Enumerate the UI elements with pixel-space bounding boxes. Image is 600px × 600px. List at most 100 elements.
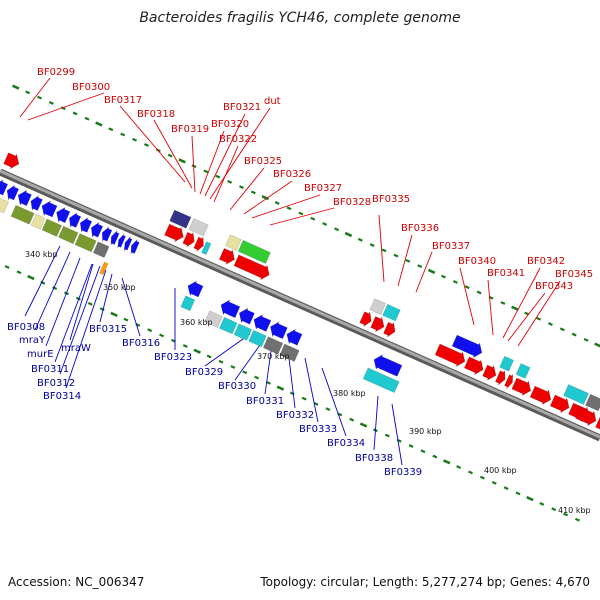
leader-line-reverse xyxy=(287,349,296,409)
gene-box xyxy=(225,234,242,251)
tick-dot-reverse xyxy=(551,507,557,512)
tick-dot-forward xyxy=(500,301,506,305)
gene-arrow xyxy=(164,223,184,243)
tick-labels: 340 kbp 350 kbp 360 kbp 370 kbp 380 kbp … xyxy=(25,250,591,515)
reverse-gene-labels: BF0308 mraY murE mraW BF0311 BF0312 BF03… xyxy=(7,322,422,478)
tick-label-390: 390 kbp xyxy=(409,427,442,436)
tick-dot-forward xyxy=(95,121,103,127)
leader-line-forward xyxy=(378,214,385,283)
tick-dot-reverse xyxy=(359,422,368,428)
tick-dot-reverse xyxy=(479,475,485,480)
gene-arrow xyxy=(504,374,514,389)
tick-dot-reverse xyxy=(218,359,224,364)
tick-dot-forward xyxy=(583,337,589,342)
tick-dot-forward xyxy=(511,305,519,311)
tick-dot-reverse xyxy=(539,502,545,506)
gene-label-bf0334: BF0334 xyxy=(327,438,365,449)
tick-dot-reverse xyxy=(16,270,22,275)
tick-dot-reverse xyxy=(266,380,271,385)
tick-label-400: 400 kbp xyxy=(484,466,517,475)
gene-box xyxy=(248,329,267,348)
tick-dot-reverse xyxy=(456,465,462,469)
gene-arrow xyxy=(373,354,403,377)
gene-box xyxy=(169,209,192,229)
tick-dot-forward xyxy=(37,95,42,100)
gene-label-dut: dut xyxy=(264,96,281,107)
gene-box xyxy=(41,218,62,237)
tick-dot-reverse xyxy=(443,459,451,465)
tick-label-370: 370 kbp xyxy=(257,352,290,361)
gene-label-mray: mraY xyxy=(19,335,46,346)
tick-dot-forward xyxy=(322,222,328,226)
tick-dot-reverse xyxy=(75,296,81,301)
gene-label-bf0331: BF0331 xyxy=(246,396,284,407)
gene-arrow xyxy=(549,394,570,414)
gene-label-bf0319: BF0319 xyxy=(171,124,209,135)
tick-dot-forward xyxy=(417,264,423,269)
gene-arrow xyxy=(218,248,235,265)
leader-line-reverse xyxy=(121,277,141,337)
gene-box xyxy=(92,241,110,258)
gene-arrow xyxy=(79,216,93,234)
tick-dot-reverse xyxy=(301,396,307,401)
gene-features xyxy=(0,152,600,430)
leader-line-forward xyxy=(415,251,433,293)
gene-box xyxy=(233,323,253,341)
tick-dot-forward xyxy=(452,280,458,284)
tick-dot-forward xyxy=(476,290,482,295)
tick-dot-forward xyxy=(120,132,126,137)
gene-box xyxy=(180,295,196,312)
gene-box xyxy=(219,316,238,335)
tick-label-350: 350 kbp xyxy=(103,283,136,292)
tick-dot-forward xyxy=(143,143,149,147)
tick-dot-forward xyxy=(286,206,292,211)
gene-label-bf0335: BF0335 xyxy=(372,194,410,205)
gene-arrow xyxy=(370,316,385,333)
gene-box xyxy=(515,363,531,379)
gene-arrow xyxy=(101,226,113,242)
tick-dot-forward xyxy=(441,274,446,279)
tick-dot-reverse xyxy=(503,486,509,491)
gene-label-bf0299: BF0299 xyxy=(37,67,75,78)
tick-dot-reverse xyxy=(254,375,260,380)
tick-dot-reverse xyxy=(325,407,331,412)
label-leader-lines xyxy=(19,77,561,466)
gene-arrow xyxy=(451,334,483,359)
tick-dot-reverse xyxy=(574,517,580,522)
gene-label-bf0317: BF0317 xyxy=(104,95,142,106)
gene-label-bf0332: BF0332 xyxy=(276,410,314,421)
gene-arrow xyxy=(187,280,204,298)
gene-arrow xyxy=(17,189,32,207)
leader-line-reverse xyxy=(65,269,107,389)
tick-dot-forward xyxy=(357,237,363,242)
tick-dot-reverse xyxy=(526,496,534,502)
leader-line-forward xyxy=(459,267,475,326)
gene-label-bf0336: BF0336 xyxy=(401,223,439,234)
gene-arrow xyxy=(0,179,9,196)
leader-line-reverse xyxy=(391,403,403,466)
tick-dot-forward xyxy=(405,258,411,263)
leader-line-forward xyxy=(243,180,293,215)
gene-arrow xyxy=(56,206,71,224)
gene-arrow xyxy=(69,212,82,229)
tick-dot-forward xyxy=(369,243,375,247)
leader-line-forward xyxy=(191,135,196,193)
gene-label-bf0338: BF0338 xyxy=(355,453,393,464)
gene-box xyxy=(0,197,9,214)
leader-line-forward xyxy=(507,292,546,342)
tick-label-340: 340 kbp xyxy=(25,250,58,259)
gene-label-bf0341: BF0341 xyxy=(487,268,525,279)
gene-label-bf0345: BF0345 xyxy=(555,269,593,280)
gene-box xyxy=(201,241,212,255)
gene-box xyxy=(10,204,35,225)
tick-dot-forward xyxy=(227,179,233,184)
gene-arrow xyxy=(233,254,270,281)
leader-line-reverse xyxy=(304,357,319,423)
gene-label-mure: murE xyxy=(27,349,54,360)
gene-arrow xyxy=(482,364,497,381)
tick-dot-forward xyxy=(274,201,280,205)
tick-dot-reverse xyxy=(182,344,188,348)
gene-label-bf0308: BF0308 xyxy=(7,322,45,333)
gene-arrow xyxy=(6,184,20,201)
tick-dot-forward xyxy=(167,153,173,158)
